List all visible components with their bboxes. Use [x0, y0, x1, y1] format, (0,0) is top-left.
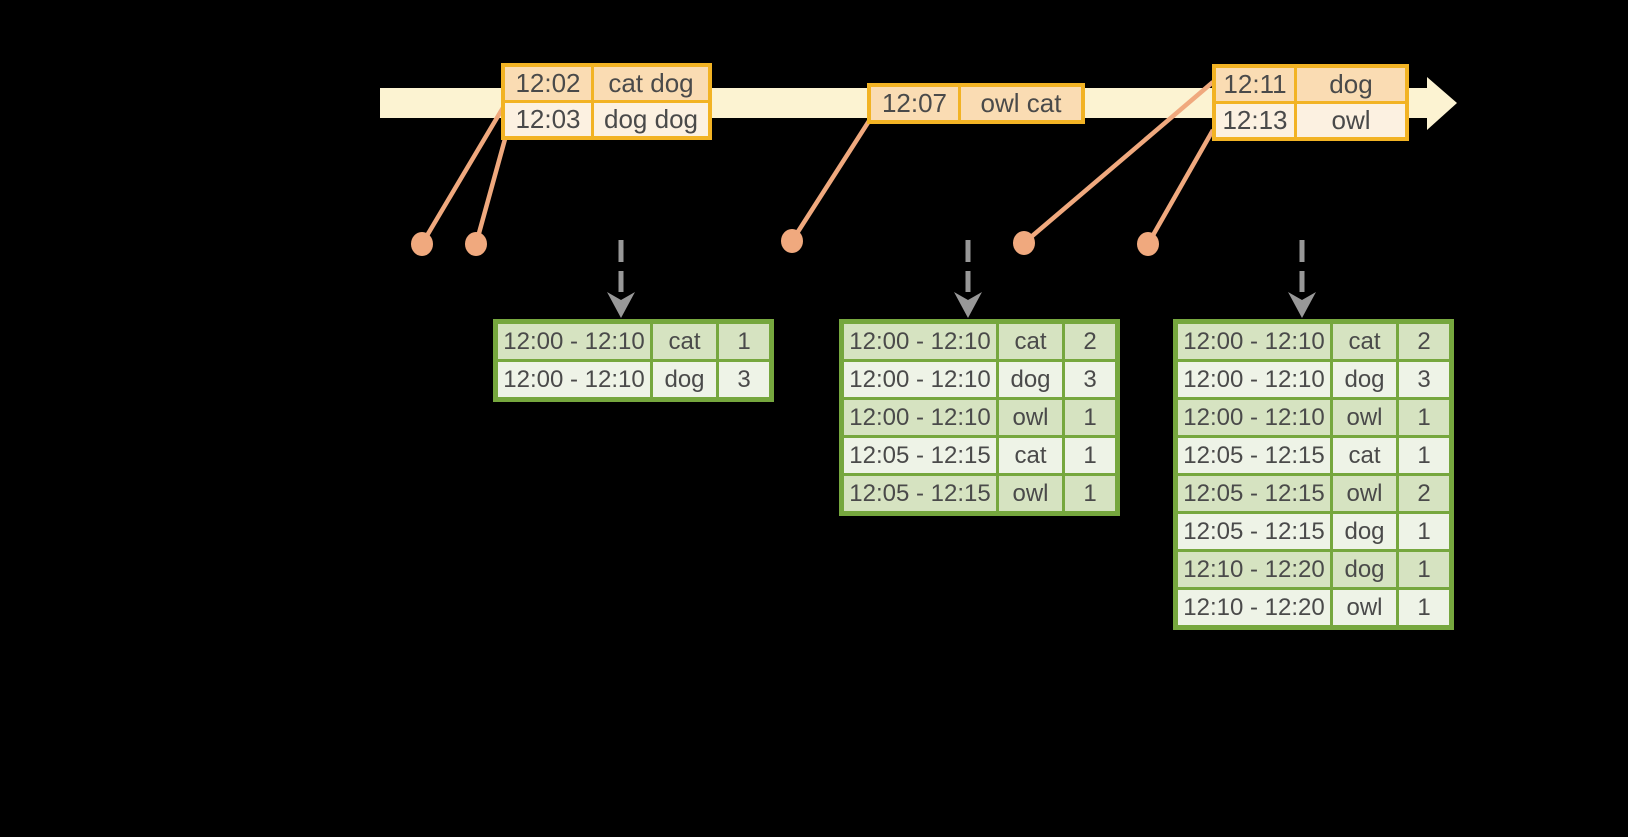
result-row-cell: cat — [1330, 435, 1399, 476]
result-row-cell: 1 — [1396, 587, 1453, 629]
event-connector-line — [1022, 80, 1215, 245]
event-connector-line — [473, 138, 508, 245]
result-row-cell: 12:00 - 12:10 — [840, 359, 999, 400]
result-row-cell: 12:05 - 12:15 — [1174, 511, 1333, 552]
result-row-cell: cat — [1330, 320, 1399, 362]
result-row-cell: 12:00 - 12:10 — [494, 359, 653, 401]
result-row-cell: owl — [996, 397, 1065, 438]
timeline-arrowhead-icon — [1427, 77, 1457, 130]
result-row-cell: owl — [996, 473, 1065, 515]
event-row-cell: 12:02 — [501, 63, 594, 103]
event-row-cell: dog dog — [591, 100, 712, 140]
result-row-cell: cat — [996, 435, 1065, 476]
event-row-cell: 12:13 — [1212, 101, 1297, 141]
event-dot — [1137, 232, 1159, 256]
result-row-cell: dog — [996, 359, 1065, 400]
result-row-cell: 12:00 - 12:10 — [1174, 320, 1333, 362]
result-row-cell: 1 — [1396, 435, 1453, 476]
event-dot — [781, 229, 803, 253]
result-row-cell: dog — [1330, 511, 1399, 552]
event-row-cell: 12:03 — [501, 100, 594, 140]
result-row-cell: 12:00 - 12:10 — [494, 320, 653, 362]
event-row-cell: owl — [1294, 101, 1409, 141]
event-connector-line — [420, 104, 506, 246]
result-row-cell: 12:05 - 12:15 — [1174, 435, 1333, 476]
result-row-cell: 12:00 - 12:10 — [840, 320, 999, 362]
event-dot — [465, 232, 487, 256]
result-row-cell: 3 — [1396, 359, 1453, 400]
result-row-cell: 2 — [1062, 320, 1119, 362]
event-dot — [411, 232, 433, 256]
event-dot — [1013, 231, 1035, 255]
trigger-arrowhead-icon — [954, 292, 982, 318]
event-row-cell: 12:11 — [1212, 64, 1297, 104]
result-row-cell: 12:05 - 12:15 — [840, 473, 999, 515]
event-connector-line — [790, 119, 871, 243]
result-row-cell: 2 — [1396, 473, 1453, 514]
result-row-cell: 12:00 - 12:10 — [840, 397, 999, 438]
result-row-cell: cat — [650, 320, 719, 362]
event-row-cell: cat dog — [591, 63, 712, 103]
result-row-cell: owl — [1330, 587, 1399, 629]
result-row-cell: 1 — [1062, 397, 1119, 438]
result-row-cell: 1 — [1396, 549, 1453, 590]
result-row-cell: 1 — [1396, 511, 1453, 552]
result-row-cell: dog — [650, 359, 719, 401]
result-row-cell: 3 — [716, 359, 773, 401]
result-row-cell: 1 — [1062, 435, 1119, 476]
result-row-cell: 12:10 - 12:20 — [1174, 549, 1333, 590]
result-row-cell: 1 — [1062, 473, 1119, 515]
event-row-cell: 12:07 — [867, 83, 961, 124]
result-row-cell: owl — [1330, 473, 1399, 514]
result-row-cell: owl — [1330, 397, 1399, 438]
trigger-arrowhead-icon — [607, 292, 635, 318]
result-row-cell: 12:00 - 12:10 — [1174, 359, 1333, 400]
result-row-cell: dog — [1330, 549, 1399, 590]
trigger-arrowhead-icon — [1288, 292, 1316, 318]
result-row-cell: 2 — [1396, 320, 1453, 362]
result-row-cell: 1 — [716, 320, 773, 362]
event-row-cell: dog — [1294, 64, 1409, 104]
result-row-cell: 12:05 - 12:15 — [1174, 473, 1333, 514]
result-row-cell: 12:05 - 12:15 — [840, 435, 999, 476]
result-row-cell: cat — [996, 320, 1065, 362]
result-row-cell: 1 — [1396, 397, 1453, 438]
result-row-cell: 3 — [1062, 359, 1119, 400]
event-row-cell: owl cat — [958, 83, 1085, 124]
result-row-cell: 12:00 - 12:10 — [1174, 397, 1333, 438]
result-row-cell: dog — [1330, 359, 1399, 400]
result-row-cell: 12:10 - 12:20 — [1174, 587, 1333, 629]
event-connector-line — [1146, 128, 1215, 246]
